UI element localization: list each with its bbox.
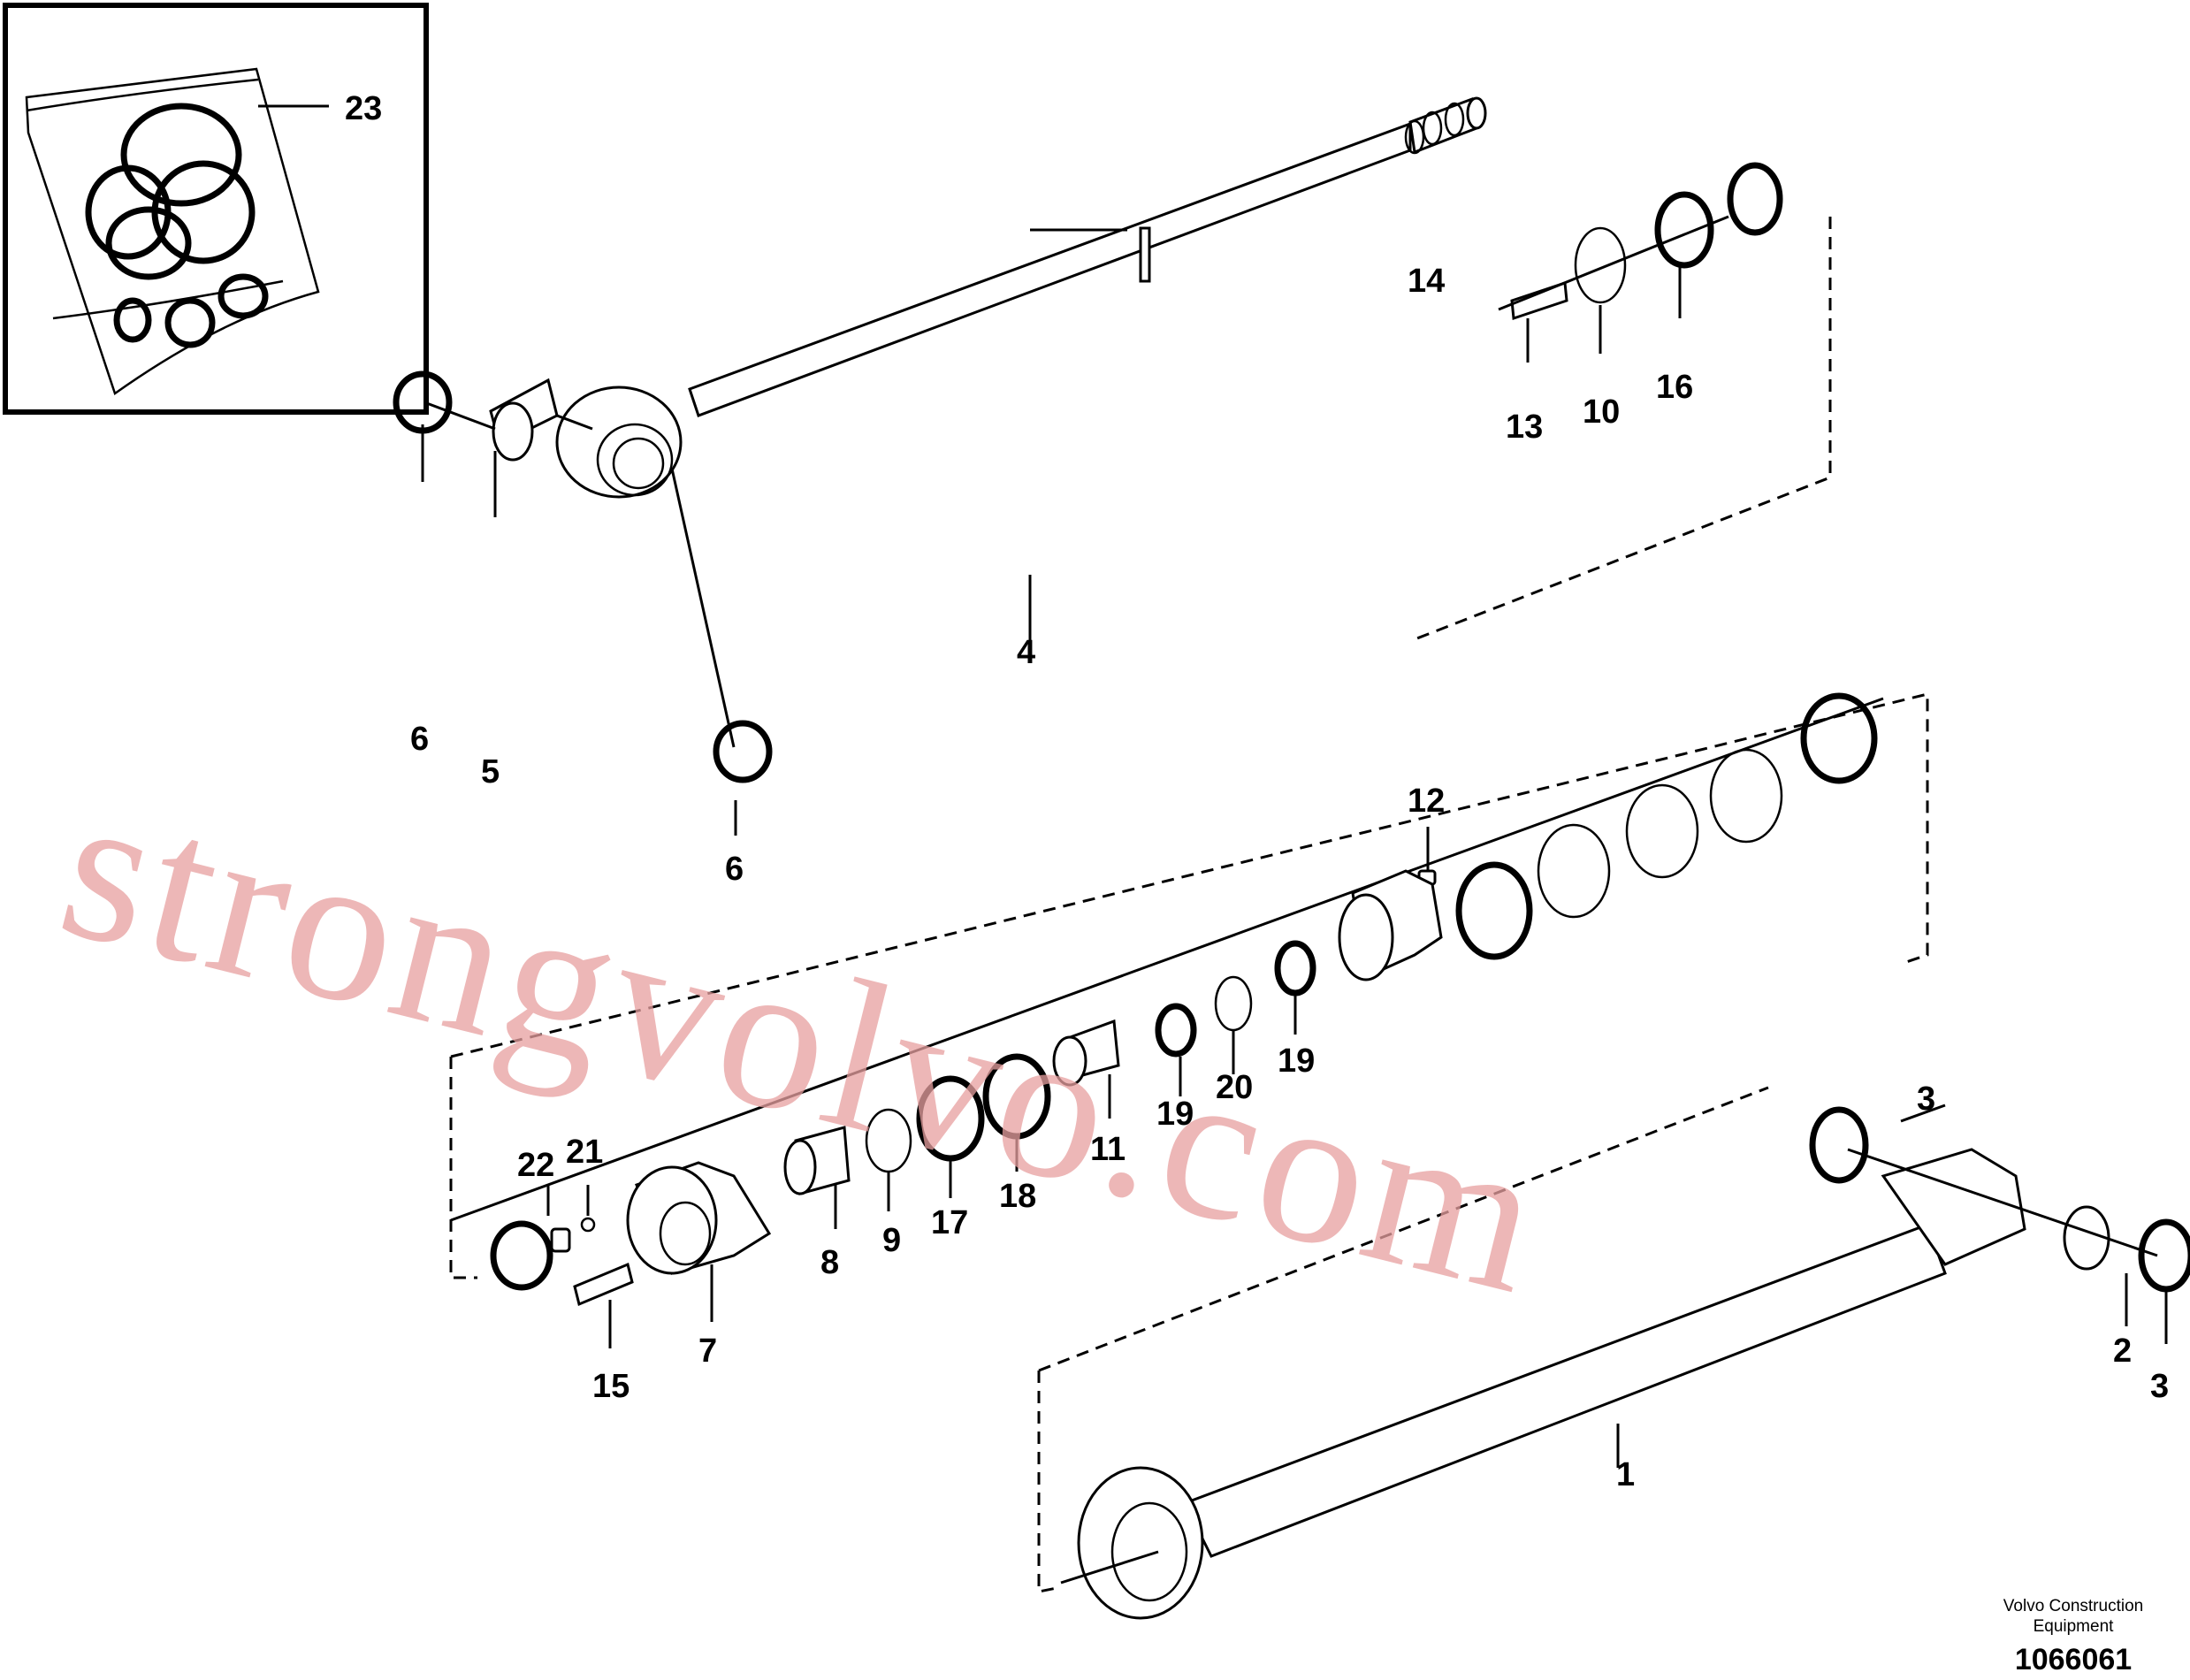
label-19b: 19 (1278, 1042, 1315, 1080)
label-12: 12 (1408, 783, 1445, 820)
label-22: 22 (517, 1147, 554, 1184)
label-2: 2 (2113, 1333, 2132, 1370)
footer-company-line2: Equipment (2034, 1617, 2115, 1636)
label-6a: 6 (410, 721, 429, 758)
label-18: 18 (999, 1178, 1036, 1215)
label-21: 21 (566, 1134, 603, 1171)
label-3b: 3 (2150, 1368, 2169, 1405)
drawing-number: 1066061 (2015, 1643, 2132, 1676)
label-17: 17 (931, 1204, 968, 1241)
label-10: 10 (1583, 393, 1620, 431)
label-8: 8 (820, 1244, 839, 1281)
label-7: 7 (698, 1333, 717, 1370)
label-23: 23 (345, 90, 382, 127)
label-19a: 19 (1156, 1096, 1194, 1133)
label-5: 5 (481, 753, 500, 790)
label-20: 20 (1216, 1069, 1253, 1106)
watermark-text: strongvolvo.com (42, 745, 1565, 1339)
label-6b: 6 (725, 851, 744, 888)
label-11: 11 (1090, 1131, 1126, 1168)
footer-company-line1: Volvo Construction (2003, 1597, 2143, 1615)
label-9: 9 (882, 1222, 901, 1259)
label-16: 16 (1656, 369, 1693, 406)
label-14: 14 (1408, 263, 1445, 300)
seal-kit-inset (3, 3, 429, 415)
label-3a: 3 (1917, 1081, 1935, 1118)
label-1: 1 (1616, 1456, 1635, 1493)
label-4: 4 (1017, 634, 1035, 671)
piston-gland-parts (449, 692, 1929, 1307)
rod-end-parts (1139, 162, 1783, 321)
cylinder-tube (1037, 1086, 2190, 1620)
label-15: 15 (592, 1368, 630, 1405)
label-13: 13 (1506, 409, 1543, 446)
piston-rod-assembly (393, 96, 1487, 783)
